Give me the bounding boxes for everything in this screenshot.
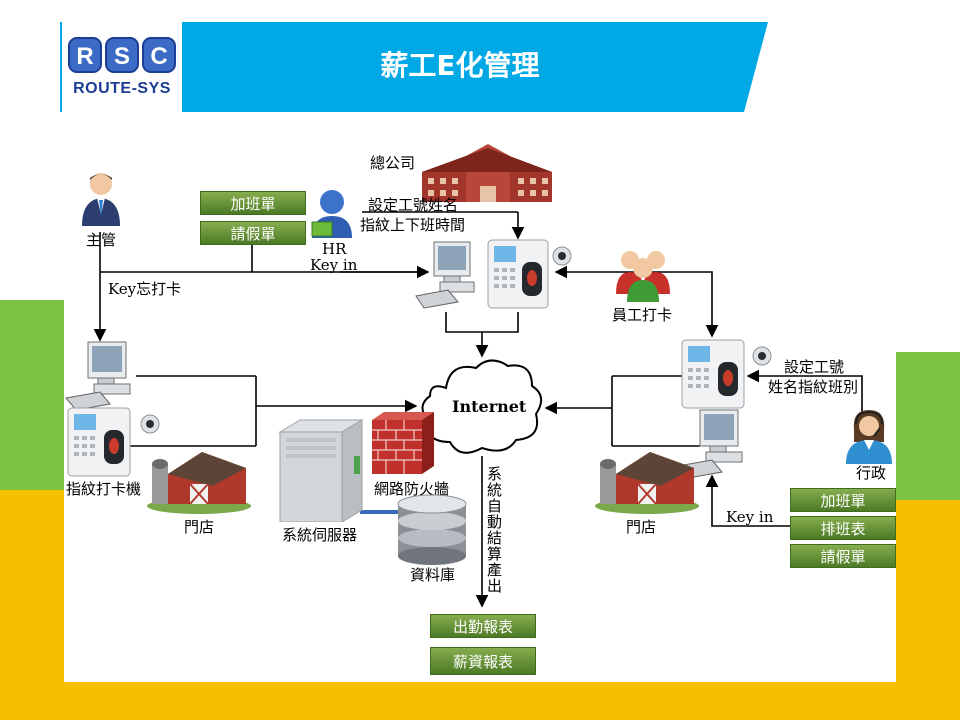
label-admin-key-in: Key in <box>726 508 774 526</box>
label-admin: 行政 <box>856 464 887 482</box>
fingerprint-machine-right-icon <box>681 339 772 409</box>
decor-band-yellow-left <box>0 490 64 720</box>
page-title: 薪工E化管理 <box>380 49 540 82</box>
computer-left-icon <box>65 341 131 410</box>
label-fingerprint-machine: 指紋打卡機 <box>66 480 142 498</box>
label-internet: Internet <box>452 397 527 416</box>
decor-band-yellow-bottom <box>0 682 960 720</box>
admin-person-icon <box>846 410 892 464</box>
logo-text: ROUTE-SYS <box>73 80 171 97</box>
label-manager-key-forget: Key忘打卡 <box>108 280 182 298</box>
label-employee-punch: 員工打卡 <box>612 306 673 324</box>
form-leave-top: 請假單 <box>200 221 306 245</box>
svg-text:C: C <box>150 43 167 70</box>
rsc-logo-icon: R S C <box>68 37 176 73</box>
report-payroll: 薪資報表 <box>430 647 536 675</box>
manager-person-icon <box>82 173 120 226</box>
hr-person-icon <box>311 190 352 238</box>
label-database: 資料庫 <box>410 566 456 584</box>
label-system-server: 系統伺服器 <box>282 526 358 544</box>
form-leave-admin: 請假單 <box>790 544 896 568</box>
label-auto-settle: 系統自動結算產出 <box>485 466 503 594</box>
fingerprint-machine-left-icon <box>67 407 160 477</box>
form-overtime-admin: 加班單 <box>790 488 896 512</box>
server-icon <box>278 419 364 522</box>
store-barn-right-icon <box>595 452 699 514</box>
report-attendance: 出勤報表 <box>430 614 536 638</box>
employees-group-icon <box>616 251 670 302</box>
label-set-id-name: 設定工號姓名 <box>368 196 459 214</box>
fingerprint-machine-top-icon <box>487 239 572 309</box>
form-schedule-admin: 排班表 <box>790 516 896 540</box>
label-store-right: 門店 <box>626 518 657 536</box>
decor-band-green-right <box>896 352 960 500</box>
store-barn-left-icon <box>147 452 251 514</box>
header-bar <box>60 22 768 112</box>
database-icon <box>397 494 467 565</box>
firewall-icon <box>372 412 434 474</box>
svg-text:S: S <box>114 43 130 70</box>
headquarters-building-icon <box>422 144 552 202</box>
decor-band-green-left <box>0 300 64 490</box>
form-overtime-top: 加班單 <box>200 191 306 215</box>
svg-text:R: R <box>76 43 93 70</box>
label-hr-key-in: Key in <box>310 256 358 274</box>
computer-top-icon <box>415 241 475 309</box>
label-firewall: 網路防火牆 <box>374 480 450 498</box>
label-set-fingerprint-time: 指紋上下班時間 <box>360 216 466 234</box>
label-hr: HR <box>322 240 347 258</box>
label-store-left: 門店 <box>184 518 215 536</box>
label-admin-set-id: 設定工號 <box>784 358 845 376</box>
label-manager: 主管 <box>86 231 117 249</box>
label-admin-set-name: 姓名指紋班別 <box>768 378 859 396</box>
label-headquarters: 總公司 <box>370 154 416 172</box>
